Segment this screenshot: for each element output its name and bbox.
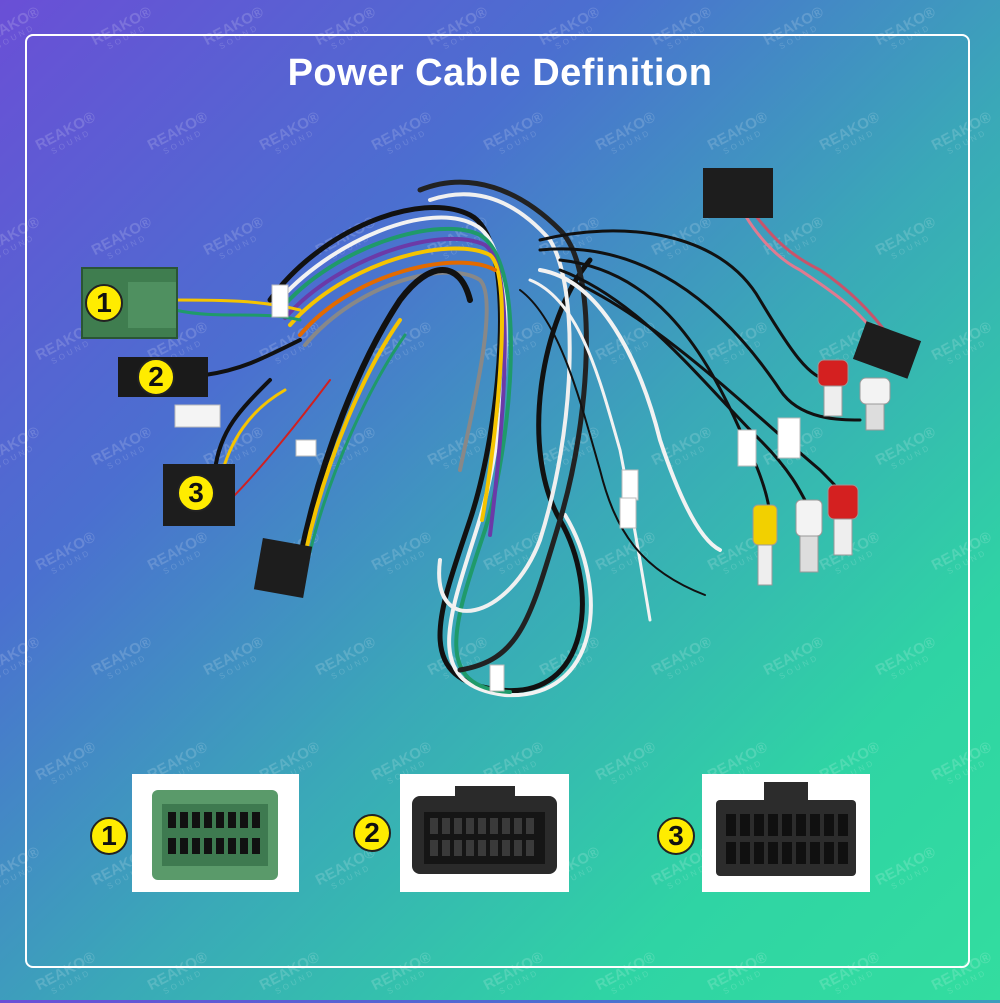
connector-3-photo <box>702 774 870 892</box>
connector-3-badge: 3 <box>177 474 215 512</box>
photo-3-badge: 3 <box>657 817 695 855</box>
page-title: Power Cable Definition <box>287 52 713 94</box>
connector-1-face-image <box>152 790 278 880</box>
photo-2-badge: 2 <box>353 814 391 852</box>
connector-1-photo <box>132 774 299 892</box>
connector-1-badge: 1 <box>85 284 123 322</box>
connector-2-badge: 2 <box>137 358 175 396</box>
photo-1-badge: 1 <box>90 817 128 855</box>
connector-2-photo <box>400 774 569 892</box>
content-frame <box>25 34 970 968</box>
connector-2-face-image <box>412 786 557 874</box>
connector-3-face-image <box>716 782 856 876</box>
